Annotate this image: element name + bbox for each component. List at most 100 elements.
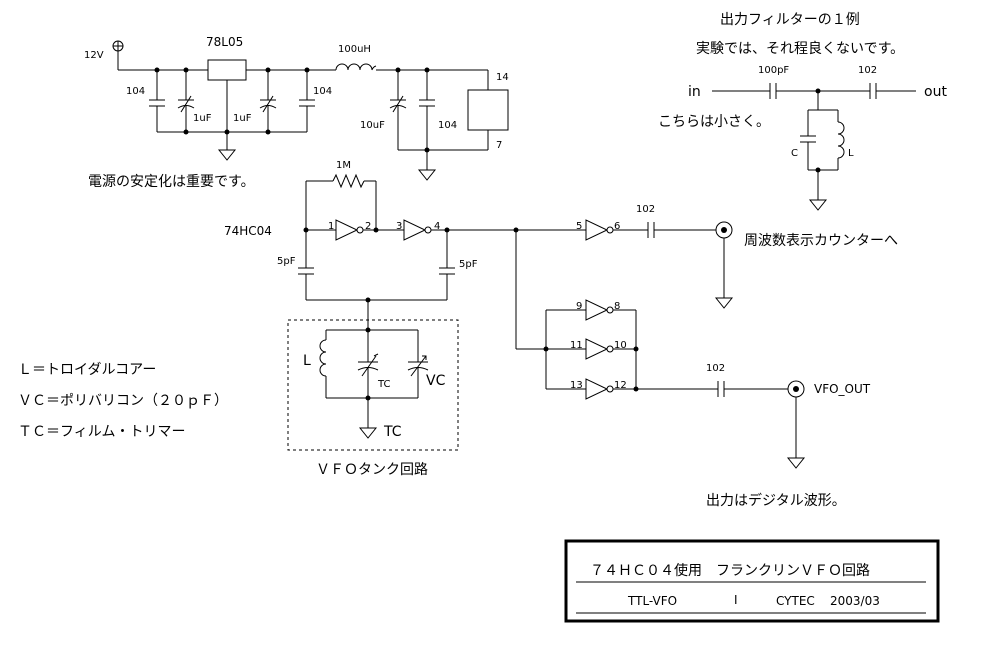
capacitor-icon <box>419 99 435 107</box>
pin9-label: 9 <box>576 301 582 312</box>
ground-icon <box>808 199 828 211</box>
pin6-label: 6 <box>614 221 620 232</box>
pin4-label: 4 <box>434 221 440 232</box>
tank-circuit-section: L TC VC TC ＶＦＯタンク回路 <box>287 319 459 478</box>
title-block-title: ７４ＨＣ０４使用 フランクリンＶＦＯ回路 <box>590 562 870 579</box>
capacitor-icon <box>149 99 165 107</box>
inverter-gate-icon <box>585 378 614 400</box>
tank-gnd-label: TC <box>383 424 402 440</box>
capacitor-icon <box>869 83 877 99</box>
inverter-gate-icon <box>585 338 614 360</box>
pin13-label: 13 <box>570 380 583 391</box>
capacitor-icon <box>298 267 314 275</box>
tank-box <box>287 319 459 451</box>
filter-cap1-label: 100pF <box>758 65 789 76</box>
oscillator-section: 74HC04 1M 1 2 3 4 <box>224 160 898 330</box>
electrolytic-capacitor-icon <box>177 95 195 113</box>
buffer-cap-label: 102 <box>706 363 725 374</box>
cap-5pf-left-label: 5pF <box>277 256 296 267</box>
tank-tc-label: TC <box>377 379 391 390</box>
filter-subtitle: 実験では、それ程良くないです。 <box>696 41 904 57</box>
cap-104-c-label: 104 <box>438 120 457 131</box>
title-block-date: 2003/03 <box>830 594 880 608</box>
supply-voltage-label: 12V <box>84 50 104 61</box>
tank-l-label: L <box>303 353 311 369</box>
filter-note-small: こちらは小さく。 <box>658 114 770 130</box>
resistor-icon <box>332 173 365 189</box>
capacitor-icon <box>769 83 777 99</box>
regulator-label: 78L05 <box>206 35 243 49</box>
tank-caption: ＶＦＯタンク回路 <box>316 462 428 478</box>
cap-104-b-label: 104 <box>313 86 332 97</box>
title-block-company: CYTEC <box>776 594 815 608</box>
ground-icon <box>358 427 378 439</box>
counter-label: 周波数表示カウンターへ <box>744 233 898 249</box>
pin8-label: 8 <box>614 301 620 312</box>
filter-out-label: out <box>924 84 947 100</box>
pin3-label: 3 <box>396 221 402 232</box>
ground-icon <box>217 149 237 161</box>
inverter-gate-icon <box>403 219 432 241</box>
regulator-78l05 <box>207 59 247 81</box>
coax-connector-icon <box>787 380 805 398</box>
cap-out-label: 102 <box>636 204 655 215</box>
inverter-gate-icon <box>335 219 364 241</box>
inductor-icon <box>335 63 377 71</box>
title-block-sheet: I <box>734 593 738 607</box>
ic-power-block <box>467 89 509 131</box>
title-block-drawing-id: TTL-VFO <box>627 594 677 608</box>
capacitor-icon <box>439 267 455 275</box>
ic-pin-7-label: 7 <box>496 140 502 151</box>
filter-l-label: L <box>848 148 854 159</box>
cap-1uf-a-label: 1uF <box>193 113 212 124</box>
inverter-gate-icon <box>585 299 614 321</box>
capacitor-icon <box>647 222 655 238</box>
buffer-section: 9 8 11 10 13 12 102 <box>515 230 871 509</box>
inductor-icon <box>837 121 845 159</box>
inductor-label: 100uH <box>338 44 371 55</box>
legend-line-2: ＶＣ＝ポリバリコン（２０ｐＦ） <box>18 393 228 409</box>
capacitor-icon <box>717 381 725 397</box>
filter-title: 出力フィルターの１例 <box>720 12 860 28</box>
cap-1uf-b-label: 1uF <box>233 113 252 124</box>
pin2-label: 2 <box>365 221 371 232</box>
filter-in-label: in <box>688 84 701 100</box>
oscillator-ic-label: 74HC04 <box>224 224 272 238</box>
title-block: ７４ＨＣ０４使用 フランクリンＶＦＯ回路 TTL-VFO I CYTEC 200… <box>564 539 940 623</box>
power-supply-section: 12V 78L05 104 1uF 1uF <box>84 35 509 190</box>
cap-104-a-label: 104 <box>126 86 145 97</box>
tank-vc-label: VC <box>426 373 446 389</box>
electrolytic-capacitor-icon <box>259 95 277 113</box>
ground-icon <box>714 297 734 309</box>
pin1-label: 1 <box>328 221 334 232</box>
legend-line-1: Ｌ＝トロイダルコアー <box>18 362 156 378</box>
filter-c-label: C <box>791 148 798 159</box>
vfo-out-label: VFO_OUT <box>814 382 871 396</box>
resistor-label: 1M <box>336 160 351 171</box>
cap-5pf-right-label: 5pF <box>459 259 478 270</box>
power-note: 電源の安定化は重要です。 <box>88 174 255 190</box>
legend: Ｌ＝トロイダルコアー ＶＣ＝ポリバリコン（２０ｐＦ） ＴＣ＝フィルム・トリマー <box>18 362 228 440</box>
legend-line-3: ＴＣ＝フィルム・トリマー <box>18 424 185 440</box>
filter-example-section: 出力フィルターの１例 実験では、それ程良くないです。 in out 100pF … <box>658 12 947 211</box>
inductor-icon <box>319 339 327 377</box>
pin12-label: 12 <box>614 380 627 391</box>
buffer-note: 出力はデジタル波形。 <box>706 492 846 509</box>
pin5-label: 5 <box>576 221 582 232</box>
trimmer-capacitor-icon <box>357 353 379 377</box>
capacitor-icon <box>800 135 816 143</box>
supply-terminal-icon <box>112 40 124 52</box>
variable-capacitor-icon <box>407 355 429 377</box>
ic-pin-14-label: 14 <box>496 72 509 83</box>
capacitor-icon <box>299 99 315 107</box>
coax-connector-icon <box>715 221 733 239</box>
pin10-label: 10 <box>614 340 627 351</box>
cap-10uf-label: 10uF <box>360 120 385 131</box>
pin11-label: 11 <box>570 340 583 351</box>
ground-icon <box>417 169 437 181</box>
filter-cap2-label: 102 <box>858 65 877 76</box>
ground-icon <box>786 457 806 469</box>
inverter-gate-icon <box>585 219 614 241</box>
electrolytic-capacitor-icon <box>389 95 407 113</box>
